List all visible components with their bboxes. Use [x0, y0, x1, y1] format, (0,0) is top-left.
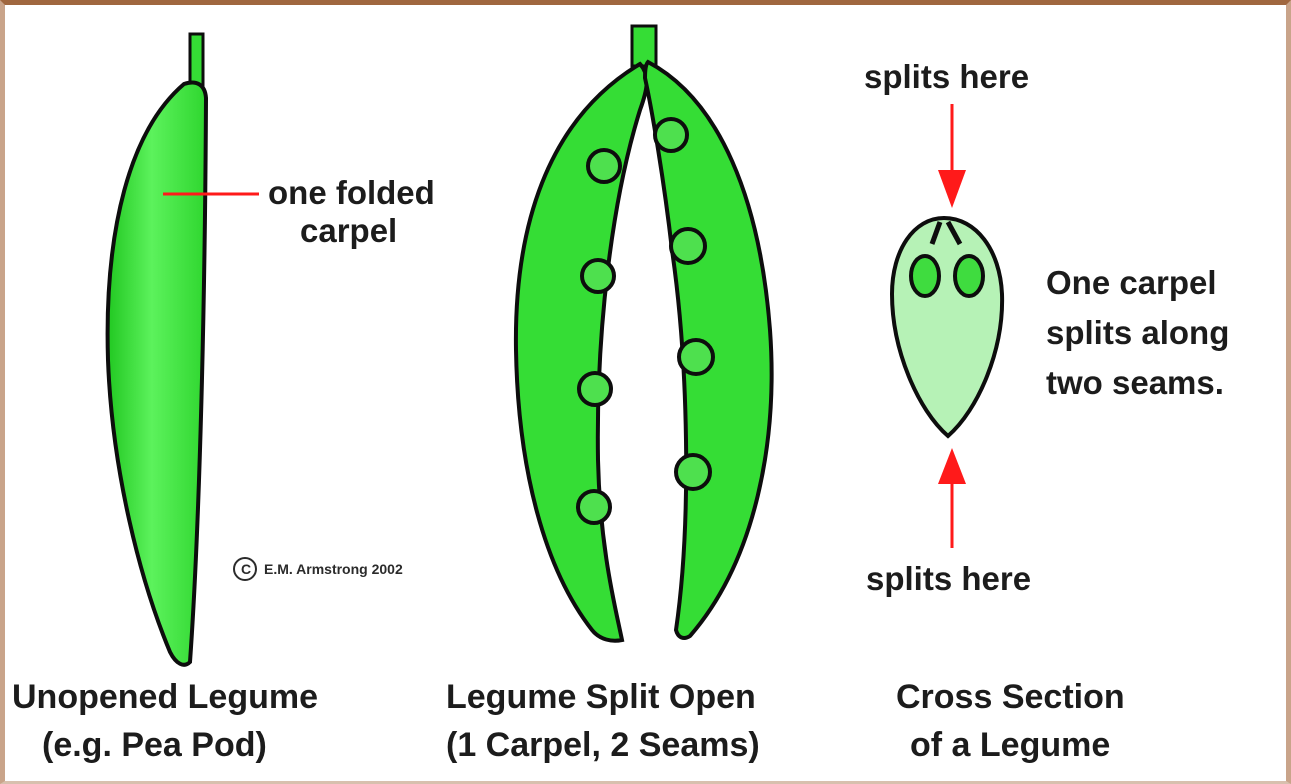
unopened-pod-body	[108, 83, 206, 665]
cross-section-seed	[955, 256, 983, 296]
cross-section-note-line3: two seams.	[1046, 366, 1224, 399]
unopened-caption-line2: (e.g. Pea Pod)	[42, 728, 267, 762]
pea-seed	[588, 150, 620, 182]
copyright-text: E.M. Armstrong 2002	[264, 562, 403, 576]
split-caption-line1: Legume Split Open	[446, 680, 756, 714]
carpel-label-line1: one folded	[268, 176, 435, 209]
unopened-caption-line1: Unopened Legume	[12, 680, 318, 714]
carpel-label-line2: carpel	[300, 214, 397, 247]
pea-seed	[578, 491, 610, 523]
cross-section-seed	[911, 256, 939, 296]
split-caption-line2: (1 Carpel, 2 Seams)	[446, 728, 760, 762]
splits-here-top-label: splits here	[864, 60, 1029, 93]
pea-seed	[676, 455, 710, 489]
split-arrow-bottom	[938, 448, 966, 548]
split-pod-stem	[632, 26, 656, 66]
unopened-pod	[108, 34, 206, 665]
split-pod	[516, 26, 772, 641]
splits-here-bottom-label: splits here	[866, 562, 1031, 595]
pea-seed	[679, 340, 713, 374]
split-arrow-top	[938, 104, 966, 208]
copyright-symbol-letter: C	[241, 562, 251, 576]
cross-section-outline	[892, 218, 1002, 436]
cross-section-note-line1: One carpel	[1046, 266, 1217, 299]
pea-seed	[671, 229, 705, 263]
pod-stem	[190, 34, 203, 86]
cross-caption-line1: Cross Section	[896, 680, 1125, 714]
pea-seed	[655, 119, 687, 151]
cross-caption-line2: of a Legume	[910, 728, 1110, 762]
cross-section-note-line2: splits along	[1046, 316, 1229, 349]
pea-seed	[582, 260, 614, 292]
split-pod-left-valve	[516, 64, 647, 641]
cross-section	[892, 218, 1002, 436]
pea-seed	[579, 373, 611, 405]
